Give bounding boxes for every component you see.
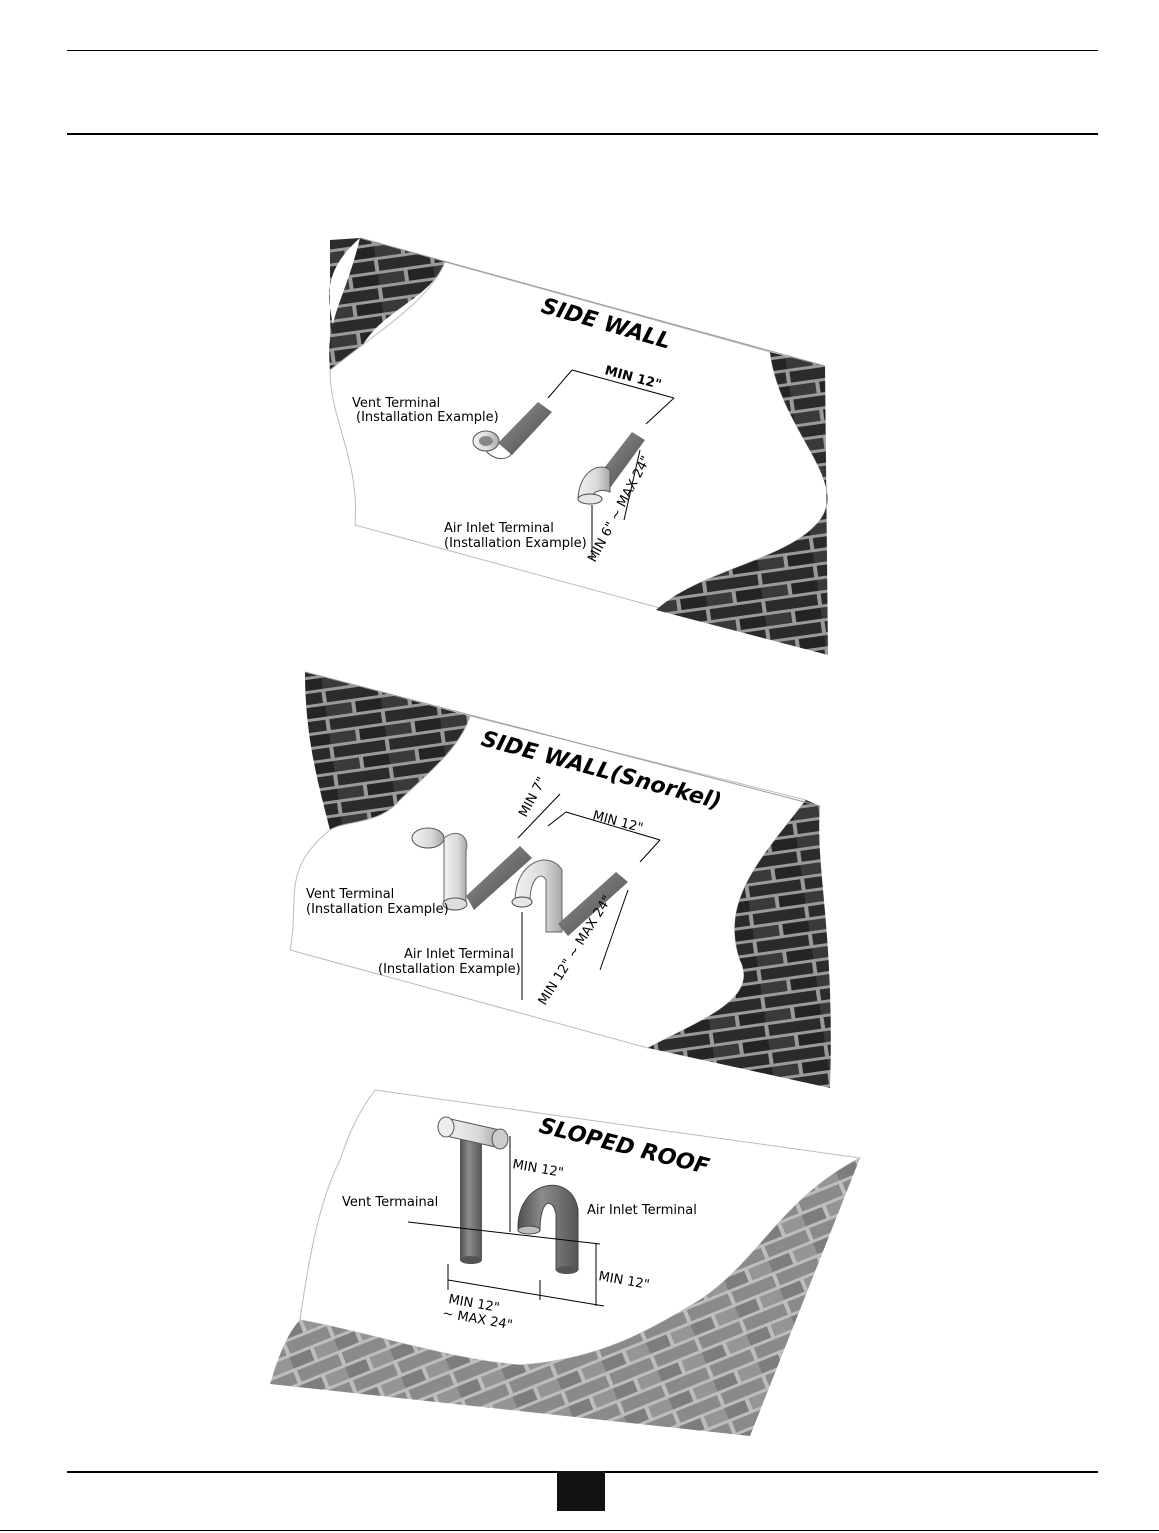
side-wall-brick-left-blob bbox=[329, 238, 445, 376]
page-bottom-edge bbox=[0, 1530, 1159, 1531]
sloped-roof-vent-label: Vent Termainal bbox=[342, 1195, 438, 1210]
side-wall-inlet-label-2: (Installation Example) bbox=[444, 536, 587, 551]
side-wall-inlet-pipe bbox=[577, 432, 645, 505]
snorkel-figure: SIDE WALL(Snorkel) MIN 7" MIN 12" MIN 12… bbox=[289, 671, 831, 1088]
sloped-roof-inlet-label: Air Inlet Terminal bbox=[587, 1203, 697, 1218]
snorkel-vent-pipe bbox=[411, 827, 532, 911]
side-wall-brick-right bbox=[656, 352, 828, 655]
header-rule-bottom bbox=[67, 133, 1098, 135]
snorkel-vent-label-1: Vent Terminal bbox=[306, 887, 394, 902]
snorkel-inlet-pipe bbox=[511, 859, 628, 936]
header-rule-top bbox=[67, 50, 1098, 51]
sloped-roof-shingles bbox=[270, 1158, 860, 1436]
sloped-roof-inlet-pipe bbox=[517, 1184, 579, 1274]
side-wall-vent-label-1: Vent Terminal bbox=[352, 396, 440, 411]
snorkel-inlet-label-1: Air Inlet Terminal bbox=[404, 947, 514, 962]
side-wall-vent-label-2: (Installation Example) bbox=[356, 410, 499, 425]
snorkel-brick-right bbox=[648, 800, 831, 1088]
page-number-tab bbox=[557, 1471, 605, 1511]
sloped-roof-figure: SLOPED ROOF MIN 12" MIN 12" MIN 12" ~ MA… bbox=[270, 1089, 862, 1436]
snorkel-inlet-label-2: (Installation Example) bbox=[378, 962, 521, 977]
side-wall-inlet-label-1: Air Inlet Terminal bbox=[444, 521, 554, 536]
side-wall-vent-pipe bbox=[472, 402, 552, 460]
snorkel-vent-label-2: (Installation Example) bbox=[306, 902, 449, 917]
side-wall-figure: SIDE WALL MIN 12" MIN 6" ~ MAX 24" Vent … bbox=[329, 237, 828, 655]
snorkel-brick-left bbox=[305, 672, 470, 830]
